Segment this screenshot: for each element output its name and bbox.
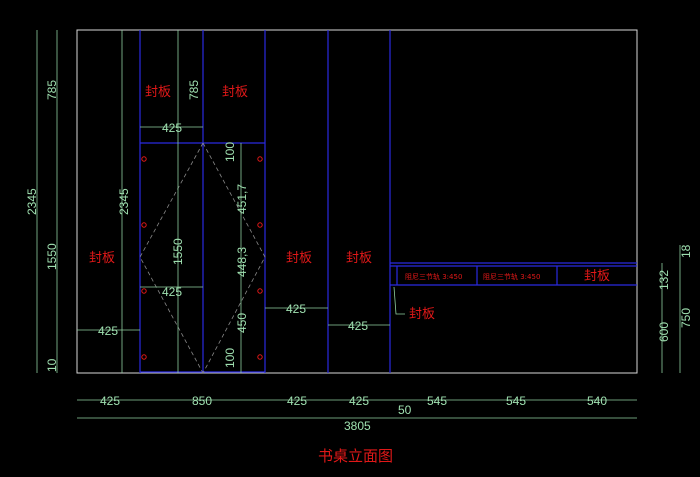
outer-frame <box>76 29 638 374</box>
drawing-title: 书桌立面图 <box>318 447 393 465</box>
svg-text:50: 50 <box>398 403 412 417</box>
svg-text:545: 545 <box>506 394 526 408</box>
dimension-texts: 2345 785 1550 10 2345 785 1550 425 425 4… <box>25 80 693 433</box>
svg-text:448,3: 448,3 <box>235 247 249 277</box>
svg-text:3805: 3805 <box>344 419 371 433</box>
svg-text:750: 750 <box>679 308 693 328</box>
svg-text:阻尼三节轨 3:450: 阻尼三节轨 3:450 <box>405 272 462 281</box>
svg-text:451,7: 451,7 <box>235 184 249 214</box>
svg-text:600: 600 <box>657 322 671 342</box>
svg-text:封板: 封板 <box>222 85 248 100</box>
panel-labels: 封板 封板 封板 封板 封板 封板 封板 阻尼三节轨 3:450 阻尼三节轨 3… <box>89 85 610 322</box>
svg-text:425: 425 <box>98 324 118 338</box>
svg-text:2345: 2345 <box>117 188 131 215</box>
cabinet-columns <box>139 30 391 373</box>
svg-text:1550: 1550 <box>45 243 59 270</box>
svg-text:425: 425 <box>349 394 369 408</box>
svg-text:850: 850 <box>192 394 212 408</box>
svg-text:封板: 封板 <box>89 251 115 266</box>
svg-text:545: 545 <box>427 394 447 408</box>
svg-text:2345: 2345 <box>25 188 39 215</box>
svg-text:425: 425 <box>348 319 368 333</box>
door-swing-lines <box>139 142 266 374</box>
svg-text:425: 425 <box>162 285 182 299</box>
svg-text:425: 425 <box>162 121 182 135</box>
svg-text:封板: 封板 <box>409 307 435 322</box>
svg-text:540: 540 <box>587 394 607 408</box>
svg-text:132: 132 <box>657 270 671 290</box>
hinge-markers <box>141 156 263 360</box>
svg-text:封板: 封板 <box>584 269 610 284</box>
svg-text:1550: 1550 <box>171 238 185 265</box>
svg-text:450: 450 <box>235 313 249 333</box>
svg-text:封板: 封板 <box>346 251 372 266</box>
svg-text:425: 425 <box>287 394 307 408</box>
dimension-lines <box>36 30 681 419</box>
svg-text:425: 425 <box>100 394 120 408</box>
svg-text:阻尼三节轨 3:450: 阻尼三节轨 3:450 <box>483 272 540 281</box>
svg-text:10: 10 <box>45 358 59 372</box>
desk-drawer-band <box>390 262 637 315</box>
svg-text:封板: 封板 <box>286 251 312 266</box>
svg-text:785: 785 <box>45 80 59 100</box>
svg-text:18: 18 <box>679 244 693 258</box>
svg-text:425: 425 <box>286 302 306 316</box>
svg-text:100: 100 <box>223 348 237 368</box>
svg-text:785: 785 <box>187 80 201 100</box>
svg-text:100: 100 <box>223 142 237 162</box>
svg-text:封板: 封板 <box>145 85 171 100</box>
